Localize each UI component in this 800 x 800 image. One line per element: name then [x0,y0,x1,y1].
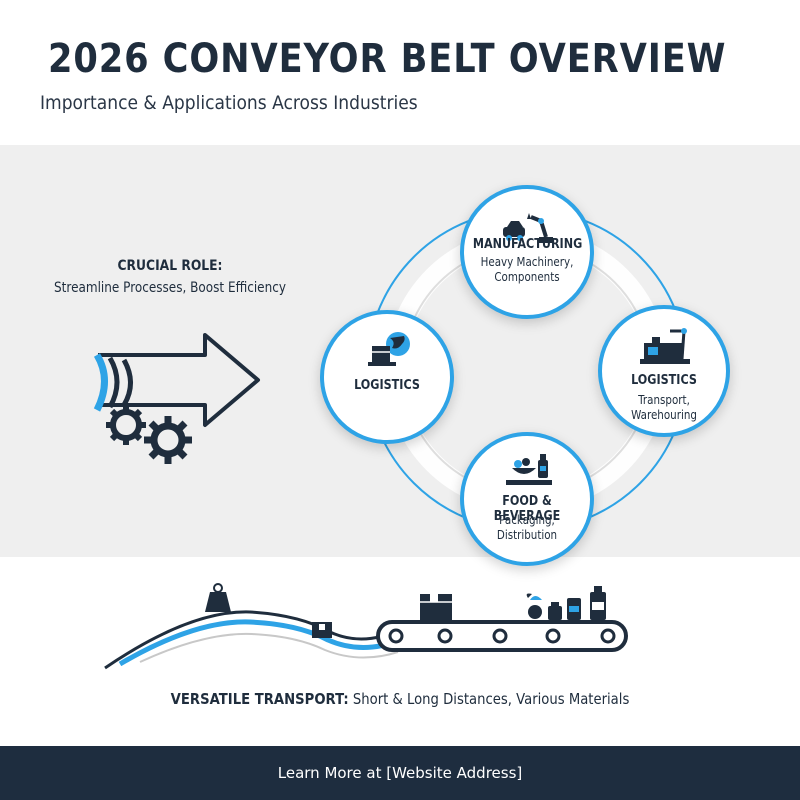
hub-detail: Packaging, [499,513,555,527]
hub-food-beverage[interactable]: FOOD & BEVERAGE Packaging, Distribution [460,432,594,566]
page-title: 2026 CONVEYOR BELT OVERVIEW [48,36,727,82]
box-icon [420,594,452,620]
hub-detail: Components [494,270,560,284]
hub-title: FOOD & BEVERAGE [493,494,561,524]
hub-detail: Transport, [638,393,690,407]
footer [0,746,800,800]
robot-arm-car-icon [503,213,553,243]
hub-title: LOGISTICS [354,378,420,393]
caption-rest: Short & Long Distances, Various Material… [348,690,630,708]
food-bottle-icon [506,454,552,485]
learn-more-link[interactable]: Learn More at [Website Address] [277,764,523,782]
role-title: CRUCIAL ROLE: [117,258,223,274]
role-subtitle: Streamline Processes, Boost Efficiency [54,280,286,296]
hub-detail: Distribution [496,528,558,542]
header [0,0,800,145]
robot-factory-icon [640,328,690,364]
hub-logistics-right[interactable]: LOGISTICS Transport, Warehouring [598,305,730,437]
weight-icon [205,583,231,612]
hub-detail: Heavy Machinery, [480,255,574,269]
globe-package-icon [368,332,410,366]
caption-bold: VERSATILE TRANSPORT: [170,690,349,708]
hub-title: MANUFACTURING [472,237,583,252]
hub-logistics-left[interactable]: LOGISTICS [320,310,454,444]
hub-detail: Warehouring [631,408,697,422]
hub-title: LOGISTICS [631,373,697,388]
page-subtitle: Importance & Applications Across Industr… [40,92,418,114]
versatile-caption: VERSATILE TRANSPORT: Short & Long Distan… [48,690,752,708]
small-box-icon [312,622,332,638]
hub-manufacturing[interactable]: MANUFACTURING Heavy Machinery, Component… [460,185,594,319]
produce-bottles-icon [526,586,606,620]
